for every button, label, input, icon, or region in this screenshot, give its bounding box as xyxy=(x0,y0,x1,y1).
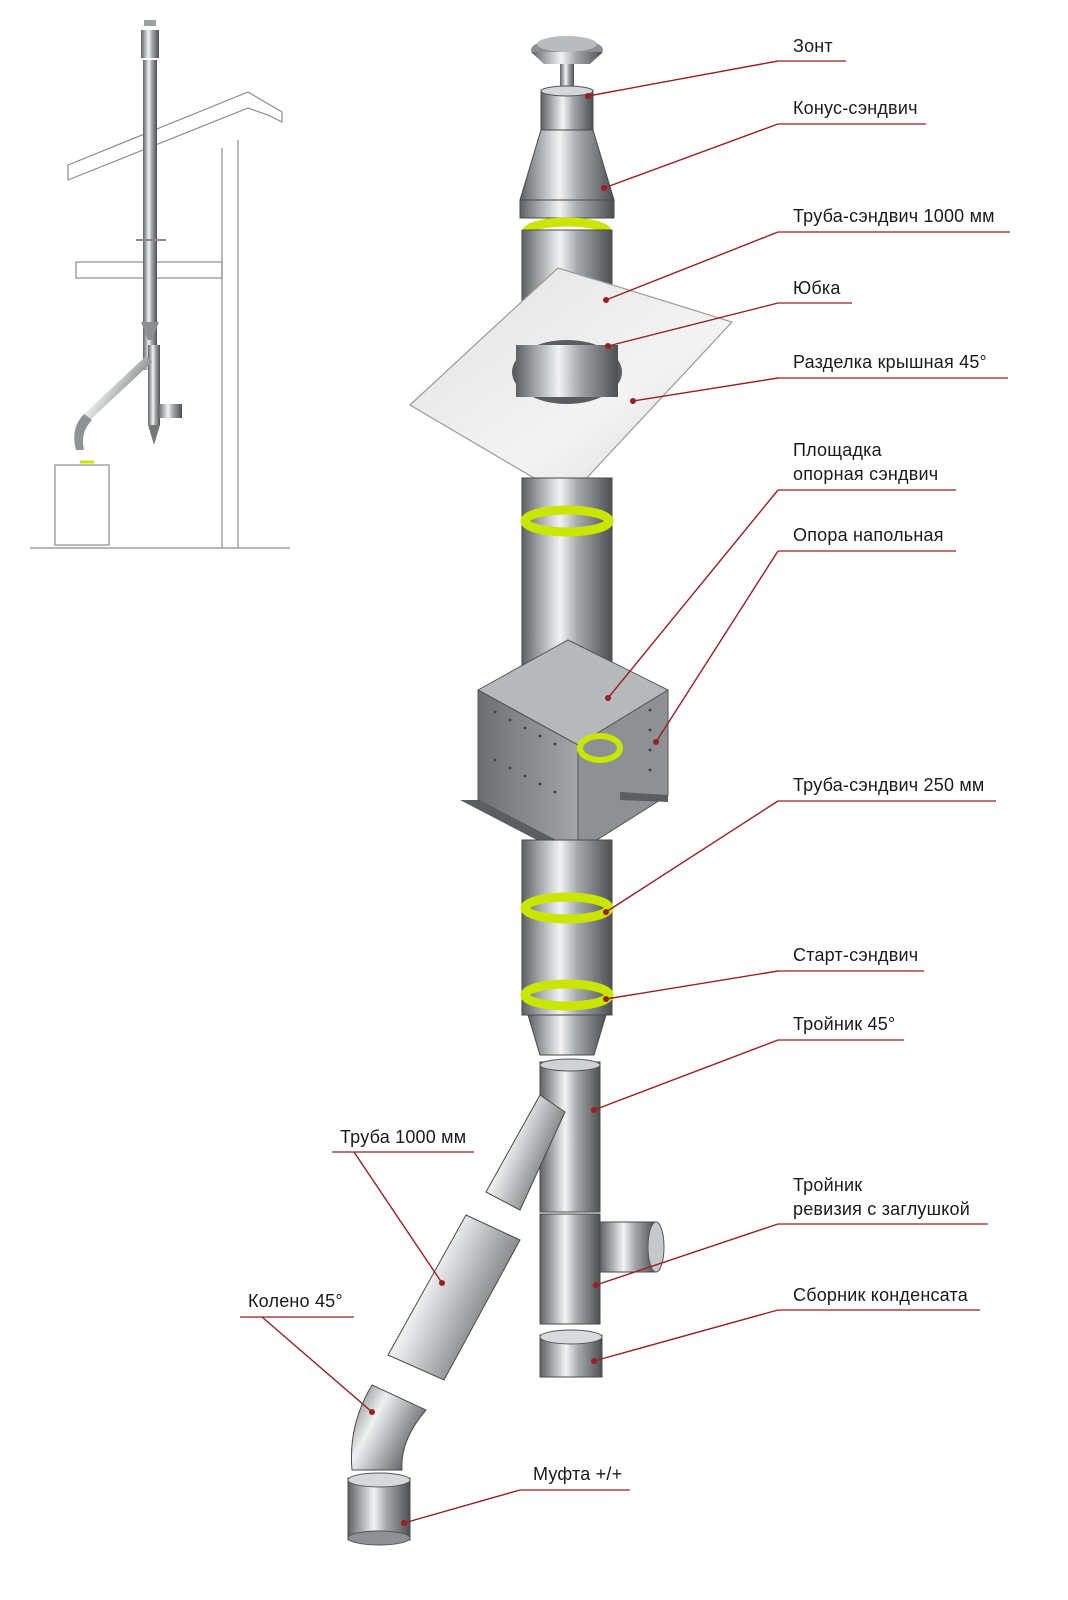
callout-koleno: Колено 45° xyxy=(240,1291,375,1415)
label-konus: Конус-сэндвич xyxy=(793,98,918,118)
callout-ploshchadka: Площадка опорная сэндвич xyxy=(605,440,956,701)
label-ploshchadka-line1: Площадка xyxy=(793,440,883,460)
callout-truba-1000: Труба 1000 мм xyxy=(332,1127,474,1286)
label-truba-1000: Труба 1000 мм xyxy=(340,1127,466,1147)
installation-sketch xyxy=(30,20,290,549)
label-yubka: Юбка xyxy=(793,278,841,298)
callout-start: Старт-сэндвич xyxy=(603,945,924,1002)
label-troynik-reviziya-line1: Тройник xyxy=(793,1175,862,1195)
label-start: Старт-сэндвич xyxy=(793,945,918,965)
label-troynik-45: Тройник 45° xyxy=(793,1014,895,1034)
callout-zont: Зонт xyxy=(585,36,846,99)
callout-yubka: Юбка xyxy=(605,278,852,349)
label-zont: Зонт xyxy=(793,36,833,56)
label-truba-sandwich-250: Труба-сэндвич 250 мм xyxy=(793,775,985,795)
label-ploshchadka-line2: опорная сэндвич xyxy=(793,464,938,484)
label-opora: Опора напольная xyxy=(793,525,944,545)
callout-konus: Конус-сэндвич xyxy=(601,98,926,191)
label-mufta: Муфта +/+ xyxy=(533,1464,622,1484)
label-troynik-reviziya-line2: ревизия с заглушкой xyxy=(793,1199,970,1219)
callout-troynik-45: Тройник 45° xyxy=(591,1014,904,1113)
label-koleno: Колено 45° xyxy=(248,1291,343,1311)
callout-truba-sandwich-1000: Труба-сэндвич 1000 мм xyxy=(603,206,1010,303)
callout-razdelka: Разделка крышная 45° xyxy=(630,352,1008,404)
callout-truba-sandwich-250: Труба-сэндвич 250 мм xyxy=(603,775,996,915)
callout-mufta: Муфта +/+ xyxy=(401,1464,630,1526)
callout-sbornik: Сборник конденсата xyxy=(591,1285,980,1364)
chimney-drawing xyxy=(347,36,734,1546)
label-truba-sandwich-1000: Труба-сэндвич 1000 мм xyxy=(793,206,995,226)
label-sbornik: Сборник конденсата xyxy=(793,1285,969,1305)
callout-opora: Опора напольная xyxy=(653,525,956,745)
callout-troynik-reviziya: Тройник ревизия с заглушкой xyxy=(593,1175,988,1288)
label-razdelka: Разделка крышная 45° xyxy=(793,352,987,372)
